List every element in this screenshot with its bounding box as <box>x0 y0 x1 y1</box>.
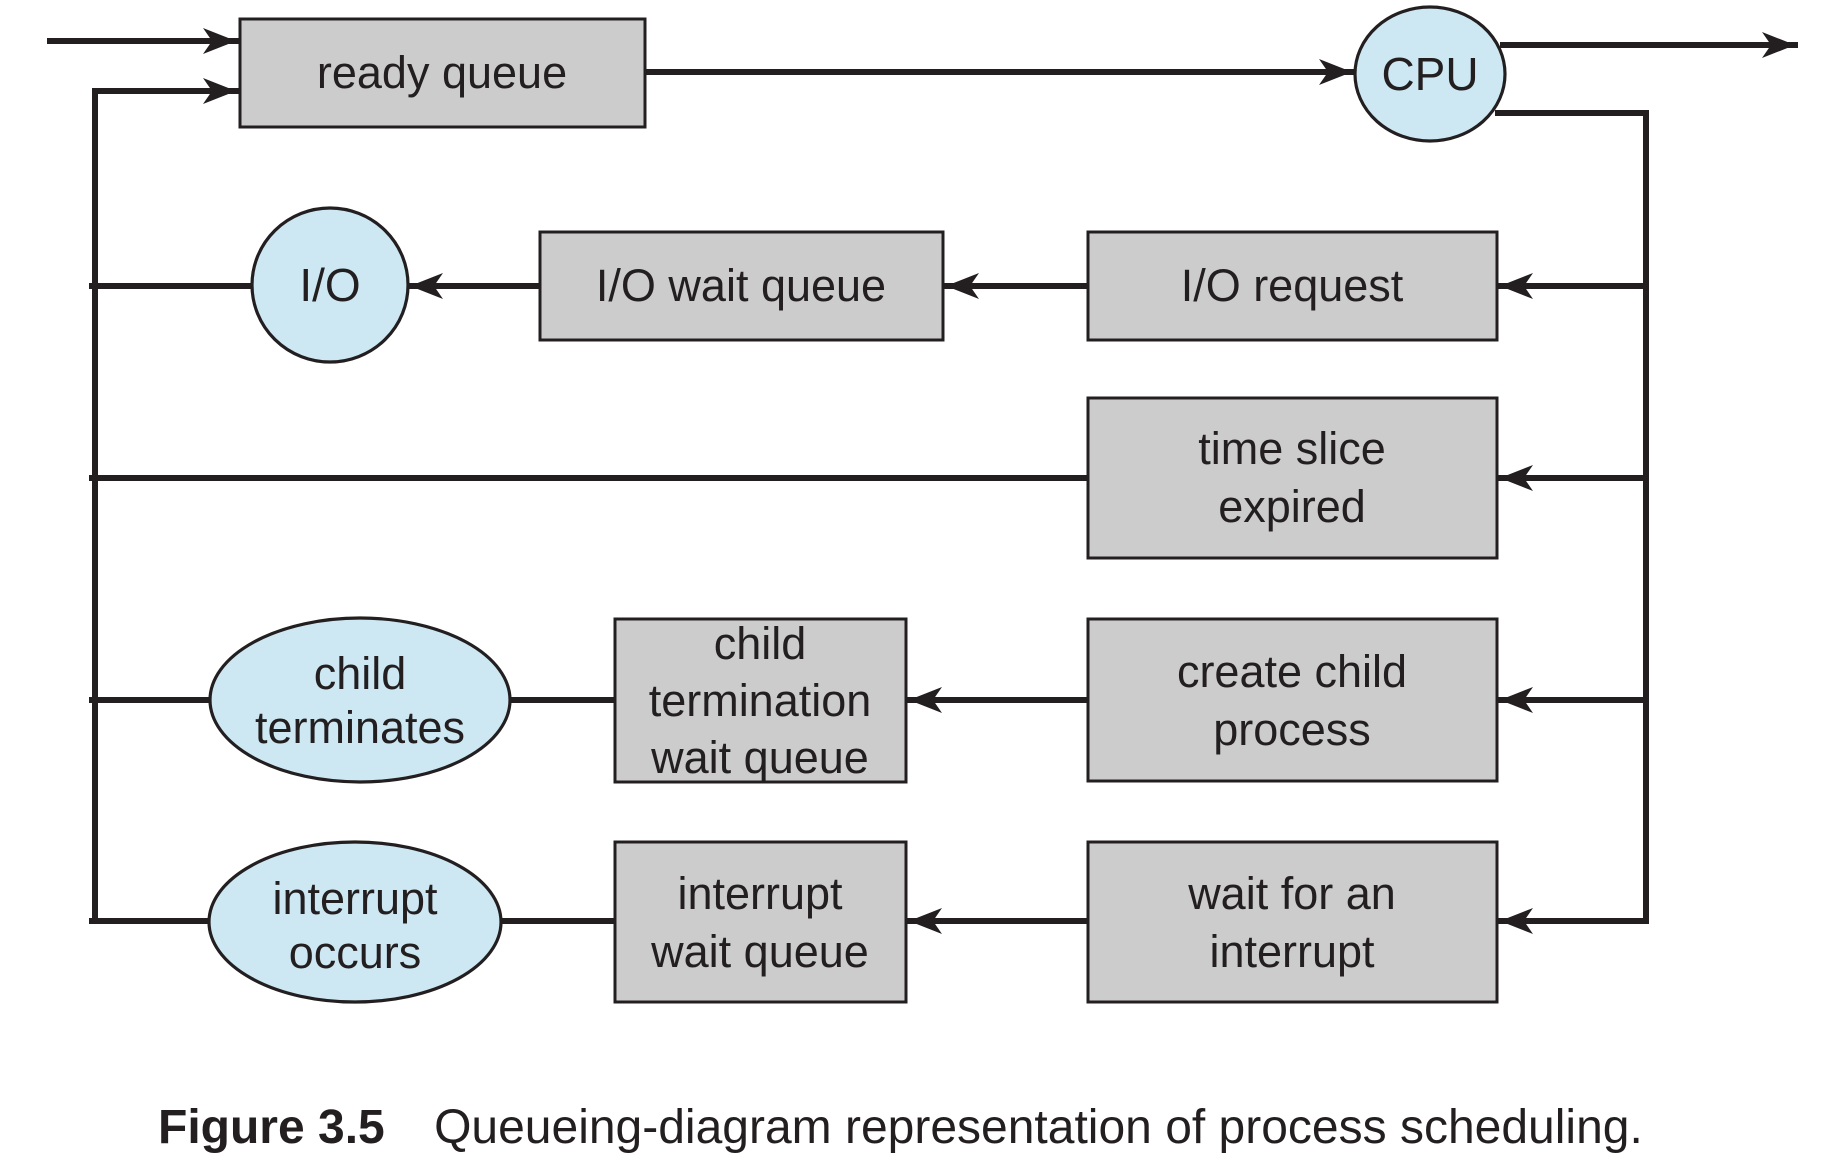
child-termination-wait-queue-label-line1: child <box>714 618 807 669</box>
io-label: I/O <box>299 259 360 311</box>
wait-for-an-interrupt-label-line2: interrupt <box>1209 926 1375 977</box>
wait-for-an-interrupt-label-line1: wait for an <box>1187 868 1396 919</box>
time-slice-expired-label-line2: expired <box>1218 481 1366 532</box>
ready-queue-box <box>238 17 647 129</box>
child-terminates-oval <box>208 616 512 784</box>
create-child-process-label-line2: process <box>1213 704 1371 755</box>
child-termination-wait-queue-label-line3: wait queue <box>650 732 869 783</box>
io-oval <box>250 206 410 364</box>
cpu-to-right-rail-line <box>1495 110 1649 924</box>
time-slice-expired-box <box>1086 396 1499 560</box>
child-termination-wait-queue-box <box>613 617 908 784</box>
cpu-label: CPU <box>1381 48 1478 100</box>
child-termination-wait-queue-label-line2: termination <box>649 675 872 726</box>
io-request-box <box>1086 230 1499 342</box>
create-child-process-box <box>1086 617 1499 783</box>
interrupt-occurs-label-line2: occurs <box>289 927 422 978</box>
queue-boxes <box>238 17 1499 1004</box>
child-terminates-label-line1: child <box>314 648 407 699</box>
figure-caption: Figure 3.5 Queueing-diagram representati… <box>158 1101 1643 1154</box>
time-slice-expired-label-line1: time slice <box>1198 423 1386 474</box>
create-child-process-label-line1: create child <box>1177 646 1407 697</box>
cpu-oval <box>1353 5 1507 143</box>
interrupt-wait-queue-label-line2: wait queue <box>650 926 869 977</box>
interrupt-occurs-label-line1: interrupt <box>272 873 438 924</box>
node-labels: ready queue CPU I/O I/O wait queue I/O r… <box>255 47 1479 978</box>
io-wait-queue-box <box>538 230 945 342</box>
feedback-line-to-ready-queue-arrow <box>92 78 239 924</box>
io-request-label: I/O request <box>1181 260 1404 311</box>
figure-caption-title: Queueing-diagram representation of proce… <box>434 1101 1643 1154</box>
interrupt-wait-queue-box <box>613 840 908 1004</box>
ready-queue-label: ready queue <box>317 47 567 98</box>
io-wait-queue-label: I/O wait queue <box>596 260 886 311</box>
interrupt-occurs-oval <box>207 840 503 1004</box>
connectors <box>47 28 1798 934</box>
wait-for-an-interrupt-box <box>1086 840 1499 1004</box>
interrupt-wait-queue-label-line1: interrupt <box>677 868 843 919</box>
child-terminates-label-line2: terminates <box>255 702 465 753</box>
resource-ovals <box>207 5 1507 1004</box>
figure-caption-number: Figure 3.5 <box>158 1101 385 1154</box>
